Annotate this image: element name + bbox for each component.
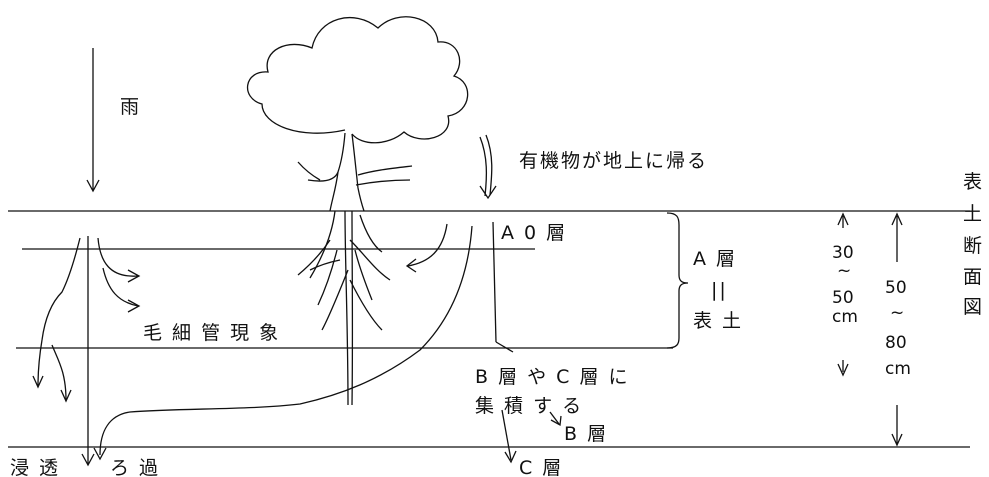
a-layer-label: A 層	[693, 248, 737, 270]
tree-crown	[246, 16, 469, 144]
tree-roots	[297, 210, 391, 406]
dim-value: cm	[885, 359, 911, 379]
dim-30-50-label: 30 ~ 50 cm	[832, 243, 858, 327]
accumulate-label-1: B 層 や C 層 に	[475, 366, 630, 388]
title-vertical: 表 土 断 面 図	[963, 171, 984, 318]
dim-value: ~	[837, 261, 851, 281]
infiltration-label: 浸 透	[10, 457, 60, 477]
organic-return-label: 有機物が地上に帰る	[519, 150, 708, 172]
dim-value: 80	[885, 333, 907, 353]
dim-value: 30	[832, 243, 854, 263]
b-layer-label: B 層	[564, 423, 608, 445]
c-layer-arrow	[501, 409, 517, 464]
capillary-label: 毛 細 管 現 象	[143, 322, 280, 344]
c-layer-label: C 層	[519, 457, 563, 477]
infiltration-arrows	[32, 236, 141, 467]
rain-arrow	[86, 48, 100, 193]
a0-layer-label: A 0 層	[501, 222, 567, 244]
dim-50-80-arrow	[891, 212, 903, 447]
title-char: 図	[963, 296, 984, 318]
accumulate-pointer	[492, 221, 514, 353]
deep-flow-path	[99, 225, 473, 456]
a0-curved-arrow	[405, 223, 448, 273]
equals-label: ||	[711, 279, 728, 301]
title-char: 表	[963, 171, 984, 193]
dim-50-80-label: 50 ~ 80 cm	[885, 278, 911, 379]
title-char: 土	[963, 203, 984, 225]
dim-value: ~	[890, 303, 904, 323]
a-layer-brace	[666, 212, 689, 349]
filtration-label: ろ 過	[110, 457, 160, 477]
b-layer-arrow	[549, 411, 562, 427]
tree-trunk	[297, 132, 413, 212]
dim-30-50-arrow	[837, 212, 849, 377]
title-char: 断	[963, 235, 984, 257]
title-char: 面	[963, 266, 984, 288]
dim-value: 50	[832, 288, 854, 308]
accumulate-label-2: 集 積 す る	[475, 395, 583, 417]
organic-return-arrow	[479, 134, 497, 200]
dim-value: cm	[832, 307, 858, 327]
deep-flow-arrowhead	[93, 447, 107, 461]
topsoil-label: 表 土	[693, 310, 743, 332]
rain-label: 雨	[120, 96, 141, 118]
dim-value: 50	[885, 278, 907, 298]
